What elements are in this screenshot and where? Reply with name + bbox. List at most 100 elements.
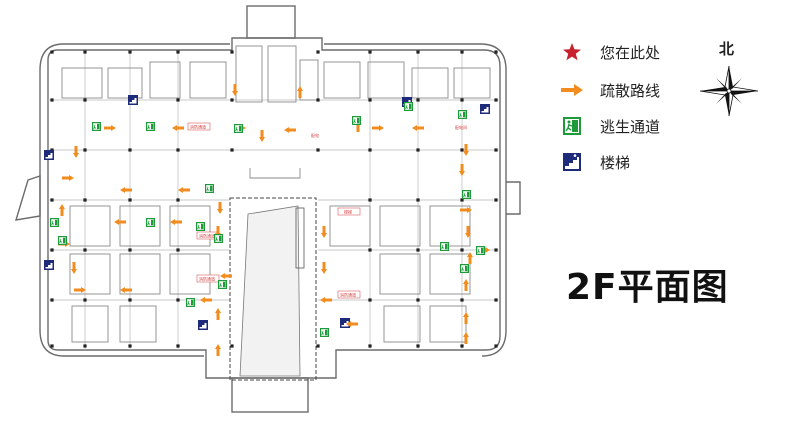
floor-plan: 消防通道 消防通道 消防通道 消防通道 楼梯 配电 配电间 [15, 5, 521, 413]
column [128, 50, 132, 54]
column [83, 344, 87, 348]
column [230, 50, 234, 54]
column [368, 248, 372, 252]
column [494, 298, 498, 302]
evacuation-arrow [460, 207, 472, 213]
stairs-icon [560, 151, 584, 173]
column [416, 98, 420, 102]
column [176, 98, 180, 102]
plan-label-2: 消防通道 [199, 233, 215, 239]
column [494, 148, 498, 152]
column [368, 298, 372, 302]
legend-label-stairs: 楼梯 [600, 153, 631, 172]
column [128, 298, 132, 302]
exit-sign [92, 122, 101, 131]
column [176, 198, 180, 202]
column [460, 344, 464, 348]
column [494, 98, 498, 102]
evacuation-arrow [74, 287, 86, 293]
star-icon [560, 41, 584, 63]
arrow-icon [560, 79, 584, 101]
exit-sign [352, 116, 361, 125]
column [460, 148, 464, 152]
evacuation-arrow [463, 332, 469, 344]
atrium-glass [239, 205, 301, 377]
column [128, 248, 132, 252]
column [316, 98, 320, 102]
column [494, 50, 498, 54]
exit-sign [460, 264, 469, 273]
exit-sign [196, 222, 205, 231]
exit-sign [218, 280, 227, 289]
evacuation-arrow [259, 130, 265, 142]
column [416, 148, 420, 152]
legend-item-exit: 逃生通道 [560, 112, 660, 140]
evacuation-arrow [120, 287, 132, 293]
evacuation-arrow [62, 175, 74, 181]
evacuation-arrow [284, 127, 296, 133]
column [128, 344, 132, 348]
fire-lane-signs: 消防通道 消防通道 消防通道 消防通道 楼梯 配电 配电间 [187, 122, 467, 299]
evacuation-arrow [297, 86, 303, 98]
exit-sign [58, 236, 67, 245]
column [230, 148, 234, 152]
column [83, 198, 87, 202]
column [176, 148, 180, 152]
exit-sign [146, 218, 155, 227]
evacuation-arrow [220, 273, 232, 279]
stairs-marker [198, 320, 208, 330]
exit-sign-icon [560, 115, 584, 137]
column [494, 344, 498, 348]
evacuation-arrow [71, 262, 77, 274]
exit-sign [462, 190, 471, 199]
column [50, 298, 54, 302]
plan-label-4: 消防通道 [340, 292, 356, 298]
column [50, 50, 54, 54]
column [83, 298, 87, 302]
column [83, 50, 87, 54]
legend-label-route: 疏散路线 [600, 81, 661, 100]
exit-sign [458, 110, 467, 119]
stairs-marker [340, 318, 350, 328]
evacuation-arrow [321, 262, 327, 274]
column [368, 50, 372, 54]
column [50, 248, 54, 252]
north-label: 北 [719, 40, 735, 58]
evacuation-arrows [58, 84, 490, 356]
evacuation-arrow [200, 297, 212, 303]
exit-sign [50, 218, 59, 227]
plan-label-6: 配电 [311, 132, 319, 138]
column [368, 344, 372, 348]
evacuation-arrow [178, 187, 190, 193]
exit-sign [214, 234, 223, 243]
column [416, 298, 420, 302]
evacuation-arrow [463, 144, 469, 156]
exit-sign [186, 298, 195, 307]
column [416, 344, 420, 348]
exit-sign [146, 122, 155, 131]
column [83, 148, 87, 152]
evacuation-arrow [217, 202, 223, 214]
column [316, 148, 320, 152]
column [460, 198, 464, 202]
column [176, 50, 180, 54]
column [230, 98, 234, 102]
evacuation-arrow [59, 204, 65, 216]
column [83, 98, 87, 102]
plan-label-5: 楼梯 [344, 209, 352, 215]
evacuation-arrow [463, 279, 469, 291]
interior-walls [61, 45, 491, 343]
evacuation-arrow [104, 125, 116, 131]
building-outline [15, 5, 521, 413]
stairs-marker [44, 150, 54, 160]
stairs-marker [128, 95, 138, 105]
exit-sign [440, 242, 449, 251]
legend-label-exit: 逃生通道 [600, 117, 661, 136]
legend-item-route: 疏散路线 [560, 76, 660, 104]
column [316, 50, 320, 54]
evacuation-arrow [320, 297, 332, 303]
column [368, 98, 372, 102]
stairs-marker [480, 104, 490, 114]
evacuation-arrow [412, 125, 424, 131]
column [416, 50, 420, 54]
